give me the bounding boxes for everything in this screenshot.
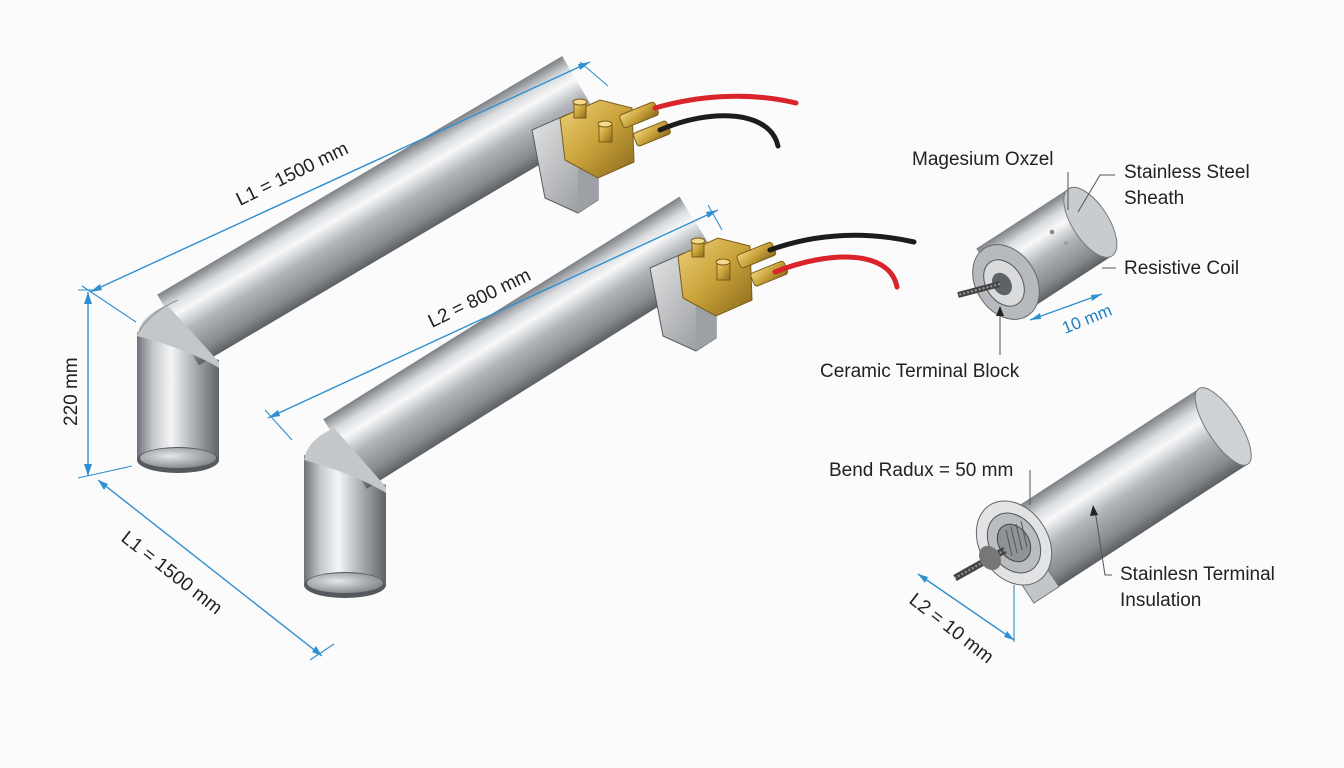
sheath-label-line1: Stainless Steel (1124, 162, 1250, 183)
top-heater (137, 56, 799, 473)
insulation-label: Magesium Oxzel (912, 149, 1054, 170)
terminal-block-label: Ceramic Terminal Block (820, 361, 1020, 382)
depth-label: L1 = 1500 mm (117, 527, 226, 619)
sheath-label-line2: Sheath (1124, 188, 1184, 209)
cross-section-detail (957, 186, 1118, 320)
terminal-insulation-label-line2: Insulation (1120, 590, 1201, 611)
coil-label: Resistive Coil (1124, 258, 1239, 279)
terminal-length-label: L2 = 10 mm (905, 589, 997, 668)
bottom-heater (304, 196, 917, 598)
bend-radius-label: Bend Radux = 50 mm (829, 460, 1013, 481)
height-label: 220 mm (61, 357, 82, 426)
dimension-lines (77, 61, 1103, 661)
terminal-insulation-label-line1: Stainlesn Terminal (1120, 564, 1275, 585)
terminal-detail (953, 387, 1252, 604)
leader-lines (996, 172, 1116, 576)
